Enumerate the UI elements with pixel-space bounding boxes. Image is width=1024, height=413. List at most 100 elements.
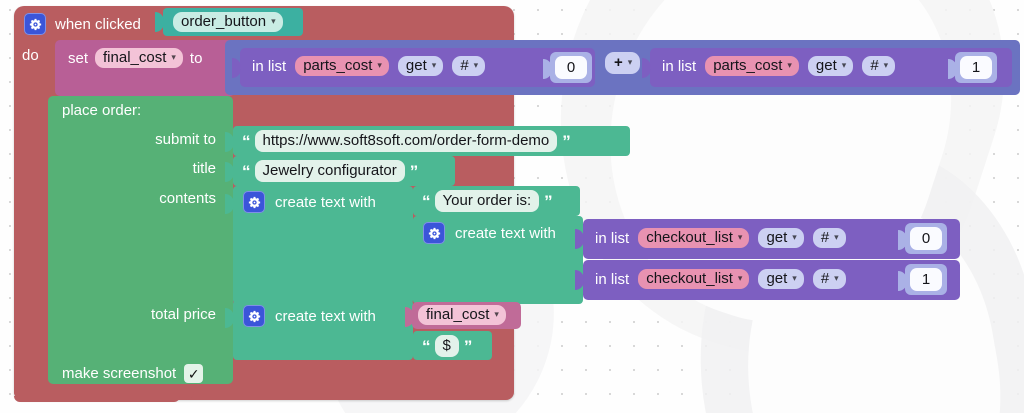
list-index-mode-dropdown[interactable]: # ▾ xyxy=(812,269,846,289)
chevron-down-icon: ▾ xyxy=(737,273,743,283)
chevron-down-icon: ▾ xyxy=(494,309,499,319)
contents-label: contents xyxy=(159,190,216,207)
list-operation-dropdown[interactable]: get ▾ xyxy=(807,56,854,76)
create-text-with-block[interactable]: create text with xyxy=(225,300,413,360)
list-operation-value: get xyxy=(766,229,788,246)
in-list-label: in list xyxy=(595,270,630,288)
quote-open-icon: “ xyxy=(242,131,250,151)
in-list-label: in list xyxy=(252,57,287,75)
number-value[interactable]: 1 xyxy=(910,268,942,291)
gear-icon[interactable] xyxy=(24,13,46,35)
text-block-your-order-is[interactable]: “ Your order is: ” xyxy=(405,186,580,216)
chevron-down-icon: ▾ xyxy=(792,232,797,242)
chevron-down-icon: ▾ xyxy=(377,60,382,70)
list-index-mode-value: # xyxy=(820,229,830,246)
submit-to-value[interactable]: https://www.soft8soft.com/order-form-dem… xyxy=(254,130,558,152)
total-price-label: total price xyxy=(150,306,216,323)
gear-icon[interactable] xyxy=(423,222,445,244)
list-index-mode-dropdown[interactable]: # ▾ xyxy=(862,56,896,76)
quote-close-icon: ” xyxy=(544,191,552,211)
list-index-mode-dropdown[interactable]: # ▾ xyxy=(812,228,846,248)
chevron-down-icon: ▾ xyxy=(792,273,797,283)
final-cost-variable-value: final_cost xyxy=(426,306,490,323)
number-value[interactable]: 0 xyxy=(910,227,942,250)
final-cost-variable-value: final_cost xyxy=(103,49,167,66)
chevron-down-icon: ▾ xyxy=(627,57,633,67)
order-button-dropdown[interactable]: order_button ▾ xyxy=(173,12,283,32)
chevron-down-icon: ▾ xyxy=(473,60,479,70)
create-text-with-block[interactable]: create text with xyxy=(225,186,413,304)
parts-cost-list-value: parts_cost xyxy=(303,57,373,74)
checkout-list-dropdown[interactable]: checkout_list ▾ xyxy=(638,269,750,289)
in-list-label: in list xyxy=(595,229,630,247)
list-get-block[interactable]: in list checkout_list ▾ get ▾ # ▾ xyxy=(575,219,960,259)
math-operator-field[interactable]: + ▾ xyxy=(605,52,641,74)
number-block[interactable]: 1 xyxy=(898,264,947,295)
number-value[interactable]: 0 xyxy=(555,56,587,79)
list-index-mode-value: # xyxy=(870,57,879,74)
gear-icon[interactable] xyxy=(243,191,265,213)
list-operation-dropdown[interactable]: get ▾ xyxy=(758,228,804,248)
do-label-row: do xyxy=(22,48,39,63)
to-label: to xyxy=(189,49,203,67)
quote-open-icon: “ xyxy=(242,161,250,181)
chevron-down-icon: ▾ xyxy=(841,60,847,70)
list-operation-value: get xyxy=(766,270,788,287)
quote-close-icon: ” xyxy=(463,336,472,356)
chevron-down-icon: ▾ xyxy=(834,232,839,242)
set-variable-block[interactable]: set final_cost ▾ to xyxy=(55,40,235,96)
chevron-down-icon: ▾ xyxy=(737,232,743,242)
list-operation-dropdown[interactable]: get ▾ xyxy=(758,269,804,289)
list-get-block[interactable]: in list checkout_list ▾ get ▾ # ▾ xyxy=(575,260,960,300)
chevron-down-icon: ▾ xyxy=(883,60,889,70)
quote-close-icon: ” xyxy=(409,161,418,181)
checkout-list-value: checkout_list xyxy=(646,229,733,246)
math-operator-value: + xyxy=(614,54,623,71)
list-operation-dropdown[interactable]: get ▾ xyxy=(397,56,444,76)
list-get-block[interactable]: in list parts_cost ▾ get ▾ # ▾ xyxy=(232,48,595,87)
list-index-mode-dropdown[interactable]: # ▾ xyxy=(452,56,486,76)
number-value[interactable]: 1 xyxy=(960,56,992,79)
number-block[interactable]: 1 xyxy=(948,52,997,83)
number-block[interactable]: 0 xyxy=(898,223,947,254)
in-list-label: in list xyxy=(662,57,697,75)
place-order-title: place order: xyxy=(62,102,142,119)
final-cost-variable-dropdown[interactable]: final_cost ▾ xyxy=(95,48,183,68)
checkout-list-dropdown[interactable]: checkout_list ▾ xyxy=(638,228,750,248)
place-order-block[interactable]: place order: submit to title contents to… xyxy=(48,96,233,384)
chevron-down-icon: ▾ xyxy=(834,273,839,283)
text-block-dollar[interactable]: “ $ ” xyxy=(405,331,492,360)
list-index-mode-value: # xyxy=(820,270,830,287)
number-block[interactable]: 0 xyxy=(543,52,592,83)
text-block-title[interactable]: “ Jewelry configurator ” xyxy=(225,156,455,186)
parts-cost-list-dropdown[interactable]: parts_cost ▾ xyxy=(705,56,799,76)
parts-cost-list-value: parts_cost xyxy=(713,57,783,74)
chevron-down-icon: ▾ xyxy=(171,52,176,62)
dollar-value[interactable]: $ xyxy=(434,335,459,357)
text-block-url[interactable]: “ https://www.soft8soft.com/order-form-d… xyxy=(225,126,630,156)
list-operation-value: get xyxy=(405,57,427,74)
event-label: when clicked xyxy=(55,15,141,33)
final-cost-variable-dropdown[interactable]: final_cost ▾ xyxy=(418,305,506,325)
make-screenshot-checkbox[interactable]: ✓ xyxy=(184,364,204,383)
your-order-is-value[interactable]: Your order is: xyxy=(434,190,540,212)
checkout-list-value: checkout_list xyxy=(646,270,733,287)
chevron-down-icon: ▾ xyxy=(431,60,437,70)
do-label: do xyxy=(22,47,39,64)
chevron-down-icon: ▾ xyxy=(787,60,792,70)
event-target-block[interactable]: order_button ▾ xyxy=(155,8,303,36)
submit-to-label: submit to xyxy=(155,131,216,148)
list-operation-value: get xyxy=(815,57,837,74)
quote-close-icon: ” xyxy=(562,131,570,151)
order-button-dropdown-value: order_button xyxy=(181,13,267,30)
variable-get-block[interactable]: final_cost ▾ xyxy=(405,302,521,329)
title-value[interactable]: Jewelry configurator xyxy=(254,160,405,182)
title-label: title xyxy=(192,160,216,177)
parts-cost-list-dropdown[interactable]: parts_cost ▾ xyxy=(295,56,389,76)
gear-icon[interactable] xyxy=(243,305,265,327)
list-index-mode-value: # xyxy=(460,57,469,74)
create-text-with-block[interactable]: create text with xyxy=(405,216,583,304)
quote-open-icon: “ xyxy=(422,191,430,211)
event-block-notch xyxy=(14,396,180,402)
